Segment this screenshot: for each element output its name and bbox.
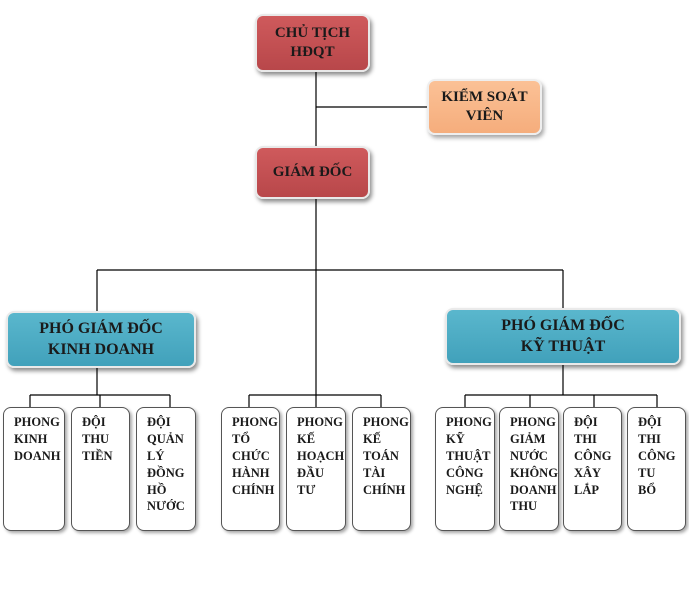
unit-construction-team: ĐỘI THI CÔNG XÂY LẮP (563, 407, 622, 531)
unit-planning-dept: PHONG KẾ HOẠCH ĐẦU TƯ (286, 407, 346, 531)
deputy-director-technical-box: PHÓ GIÁM ĐỐC KỸ THUẬT (445, 308, 681, 365)
unit-renovation-team: ĐỘI THI CÔNG TU BỔ (627, 407, 686, 531)
supervisor-box: KIỂM SOÁT VIÊN (427, 79, 542, 135)
chairman-box: CHỦ TỊCH HĐQT (255, 14, 370, 72)
unit-meter-team: ĐỘI QUẢN LÝ ĐỒNG HỒ NƯỚC (136, 407, 196, 531)
unit-admin-dept: PHONG TỔ CHỨC HÀNH CHÍNH (221, 407, 280, 531)
unit-business-dept: PHONG KINH DOANH (3, 407, 65, 531)
unit-nrw-dept: PHONG GIẢM NƯỚC KHÔNG DOANH THU (499, 407, 559, 531)
director-box: GIÁM ĐỐC (255, 146, 370, 199)
deputy-director-business-box: PHÓ GIÁM ĐỐC KINH DOANH (6, 311, 196, 368)
unit-revenue-team: ĐỘI THU TIỀN (71, 407, 130, 531)
unit-tech-dept: PHONG KỸ THUẬT CÔNG NGHỆ (435, 407, 495, 531)
unit-accounting-dept: PHONG KẾ TOÁN TÀI CHÍNH (352, 407, 411, 531)
